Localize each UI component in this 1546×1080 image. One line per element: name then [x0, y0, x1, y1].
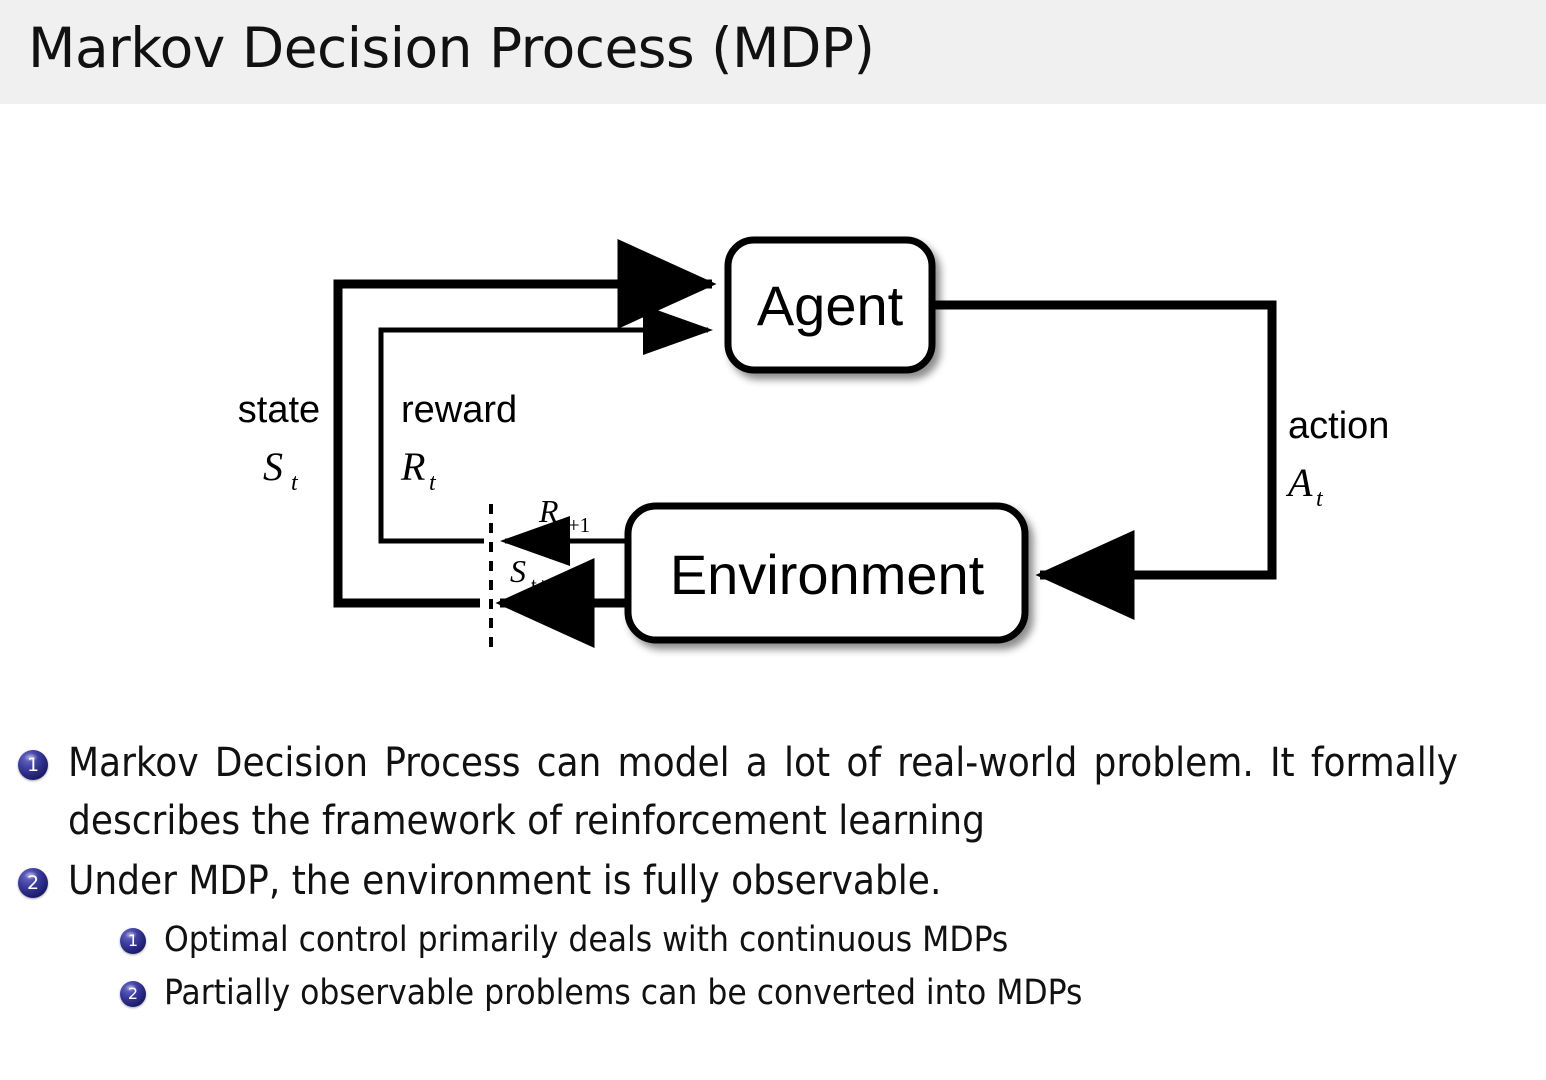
reward-next-symbol: R — [538, 493, 559, 529]
sub-bullet-list: 1 Optimal control primarily deals with c… — [0, 914, 1546, 1020]
state-label-word: state — [238, 389, 320, 431]
list-item: 2 Under MDP, the environment is fully ob… — [0, 852, 1546, 910]
sub-bullet-number-badge: 1 — [120, 928, 146, 954]
sub-list-item-text: Optimal control primarily deals with con… — [164, 920, 1009, 960]
state-next-label-group: S t+1 — [510, 553, 559, 597]
reward-feedback-path — [378, 305, 713, 544]
slide-header-band: Markov Decision Process (MDP) — [0, 0, 1546, 104]
state-label-subscript: t — [291, 470, 299, 496]
reward-next-subscript: t+1 — [562, 513, 590, 537]
environment-node-label: Environment — [670, 543, 985, 606]
state-label-group: state S t — [238, 389, 320, 496]
agent-node-label: Agent — [757, 274, 904, 337]
list-item-text: Markov Decision Process can model a lot … — [68, 740, 1458, 844]
state-next-symbol: S — [510, 553, 526, 589]
state-feedback-path — [333, 239, 717, 608]
reward-label-word: reward — [401, 389, 517, 431]
reward-label-group: reward R t — [400, 389, 517, 496]
reward-next-label-group: R t+1 — [538, 493, 590, 537]
sub-bullet-number-badge: 2 — [120, 981, 146, 1007]
mdp-agent-environment-diagram: Agent Environment state S t reward — [0, 104, 1546, 704]
list-item: 1 Markov Decision Process can model a lo… — [0, 734, 1546, 850]
sub-list-item: 1 Optimal control primarily deals with c… — [0, 914, 1546, 967]
bullet-number-badge: 2 — [18, 868, 48, 898]
action-label-symbol: A — [1285, 460, 1313, 505]
action-label-group: action A t — [1285, 405, 1389, 512]
action-label-word: action — [1288, 405, 1389, 447]
bullet-number-badge: 1 — [18, 750, 48, 780]
bullet-list: 1 Markov Decision Process can model a lo… — [0, 734, 1546, 1020]
action-label-subscript: t — [1316, 486, 1324, 512]
environment-node: Environment — [624, 502, 1029, 644]
state-next-subscript: t+1 — [531, 573, 559, 597]
list-item-text: Under MDP, the environment is fully obse… — [68, 858, 942, 904]
reward-label-subscript: t — [429, 470, 437, 496]
reward-label-symbol: R — [400, 444, 425, 489]
agent-node: Agent — [724, 236, 936, 374]
state-label-symbol: S — [263, 444, 283, 489]
action-path — [932, 300, 1277, 620]
sub-list-item: 2 Partially observable problems can be c… — [0, 967, 1546, 1020]
page-title: Markov Decision Process (MDP) — [28, 16, 875, 80]
sub-list-item-text: Partially observable problems can be con… — [164, 973, 1083, 1013]
